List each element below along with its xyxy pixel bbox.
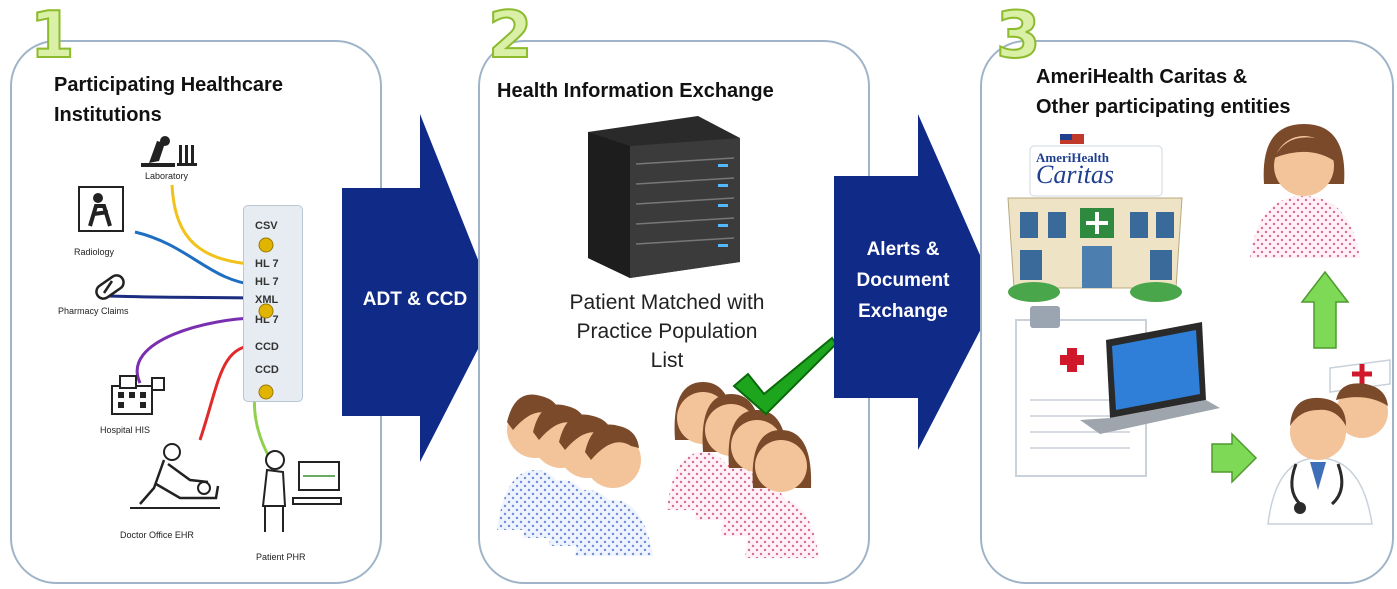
format-label-6: CCD: [255, 341, 279, 353]
alerts-label-line1: Alerts &: [866, 239, 940, 260]
green-up-arrow-icon: [1300, 270, 1350, 349]
patient-computer-icon: [261, 450, 342, 532]
server-icon: [588, 116, 740, 278]
hospital-icon: [111, 375, 165, 415]
format-label-2: HL 7: [255, 258, 279, 270]
step-number-2: 2: [487, 0, 534, 73]
panel3-title-line2: Other participating entities: [1036, 96, 1291, 118]
panel1-title-line1: Participating Healthcare: [54, 74, 283, 96]
patient-matched-line3: List: [650, 349, 684, 372]
arrow-alerts-document-exchange: [834, 114, 998, 450]
green-right-arrow-icon: [1211, 432, 1258, 484]
doctor-office-ehr-label: Doctor Office EHR: [120, 530, 194, 540]
panel1-title-line2: Institutions: [54, 104, 162, 126]
alerts-label-line3: Exchange: [858, 301, 948, 322]
ameriHealth-logo-brand: AmeriHealth: [1036, 150, 1109, 165]
radiology-icon: [78, 186, 124, 232]
format-label-1: CSV: [255, 220, 278, 232]
doctor-office-icon: [130, 443, 220, 509]
format-column: [243, 205, 303, 402]
arrow-adt-ccd: [342, 114, 498, 462]
adt-ccd-label: ADT & CCD: [362, 289, 468, 310]
format-label-3: HL 7: [255, 276, 279, 288]
checkmark-icon: [732, 336, 838, 416]
panel3-title-line1: AmeriHealth Caritas &: [1036, 66, 1248, 88]
microscope-icon: [141, 136, 197, 167]
step-number-3: 3: [995, 0, 1042, 73]
panel2-title: Health Information Exchange: [497, 80, 774, 102]
pharmacy-claims-label: Pharmacy Claims: [58, 306, 129, 316]
laboratory-label: Laboratory: [145, 171, 189, 181]
pill-icon: [95, 274, 125, 300]
patient-group-icon: [497, 382, 819, 558]
panel-participating-institutions: [10, 40, 382, 584]
patient-matched-line2: Practice Population: [576, 320, 758, 343]
format-label-5: HL 7: [255, 314, 279, 326]
alerts-label-line2: Document: [856, 270, 950, 291]
step-number-1: 1: [29, 0, 76, 73]
clinic-building-icon: [1007, 134, 1183, 302]
patient-matched-line1: Patient Matched with: [569, 291, 765, 314]
patient-phr-label: Patient PHR: [256, 552, 306, 562]
female-patient-icon: [1250, 124, 1360, 258]
format-label-7: CCD: [255, 364, 279, 376]
clipboard-laptop-icon: [1015, 306, 1220, 477]
radiology-label: Radiology: [74, 247, 115, 257]
doctor-nurse-icon: [1267, 359, 1391, 525]
hospital-his-label: Hospital HIS: [100, 425, 151, 435]
ameriHealth-logo-name: Caritas: [1036, 160, 1115, 189]
format-label-4: XML: [255, 294, 279, 306]
